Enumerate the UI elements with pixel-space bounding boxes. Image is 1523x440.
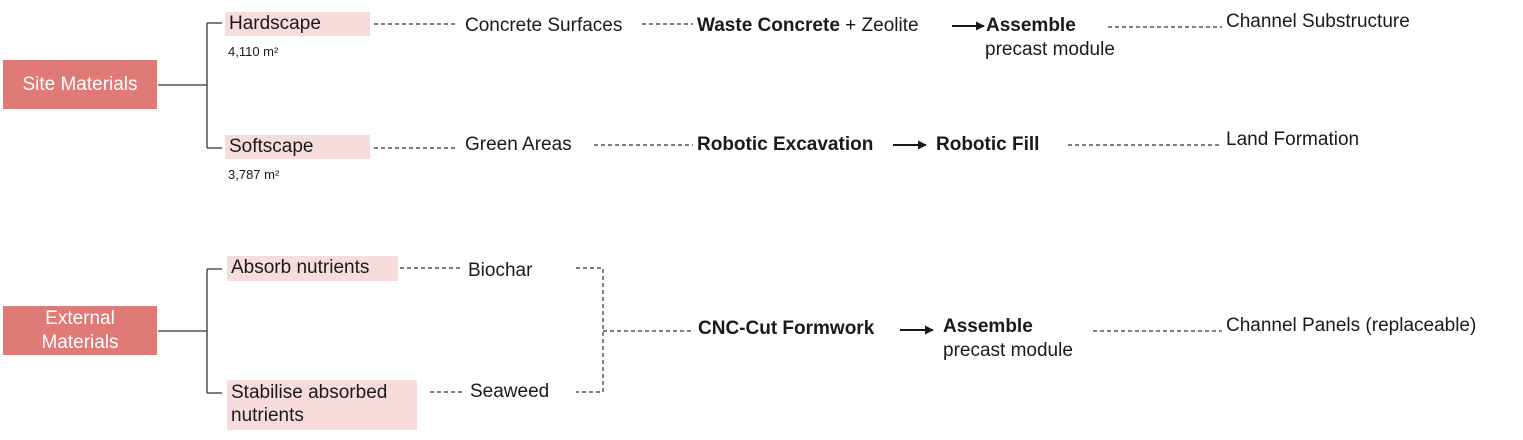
- seaweed-label: Seaweed: [470, 381, 550, 402]
- softscape-box: Softscape: [225, 135, 370, 159]
- channel-panels-label: Channel Panels (replaceable): [1226, 315, 1477, 336]
- cnc-formwork-label: CNC-Cut Formwork: [698, 318, 875, 339]
- concrete-surfaces-label: Concrete Surfaces: [465, 15, 623, 36]
- absorb-nutrients-box: Absorb nutrients: [227, 256, 398, 281]
- external-materials-label-1: External: [45, 307, 115, 329]
- land-formation-label: Land Formation: [1226, 129, 1360, 150]
- stabilise-label-2: nutrients: [231, 405, 304, 426]
- channel-substructure-label: Channel Substructure: [1226, 11, 1410, 32]
- merge-dash: [576, 267, 693, 393]
- external-materials-box: External Materials: [3, 306, 157, 355]
- robotic-fill-label: Robotic Fill: [936, 134, 1040, 155]
- external-materials-label-2: Materials: [41, 331, 119, 353]
- hardscape-box: Hardscape: [225, 12, 370, 36]
- stabilise-nutrients-box: Stabilise absorbed nutrients: [227, 380, 417, 430]
- hardscape-label: Hardscape: [229, 13, 321, 34]
- robotic-excavation-label: Robotic Excavation: [697, 134, 874, 155]
- green-areas-label: Green Areas: [465, 134, 572, 155]
- hardscape-assemble-label: Assemble: [986, 15, 1076, 36]
- waste-concrete-label: Waste Concrete: [697, 15, 840, 36]
- softscape-area: 3,787 m²: [228, 167, 280, 182]
- hardscape-precast-label: precast module: [985, 39, 1115, 60]
- external-assemble-label: Assemble: [943, 316, 1033, 337]
- absorb-nutrients-label: Absorb nutrients: [231, 257, 370, 278]
- stabilise-label-1: Stabilise absorbed: [231, 382, 388, 403]
- biochar-label: Biochar: [468, 260, 533, 281]
- waste-concrete-process: Waste Concrete + Zeolite: [697, 14, 919, 37]
- hardscape-area: 4,110 m²: [228, 44, 279, 59]
- zeolite-label: + Zeolite: [839, 15, 919, 36]
- softscape-label: Softscape: [229, 136, 314, 157]
- site-materials-label: Site Materials: [22, 73, 138, 95]
- external-bracket-line: [158, 268, 222, 394]
- site-bracket-line: [158, 22, 222, 149]
- external-precast-label: precast module: [943, 340, 1073, 361]
- site-materials-box: Site Materials: [3, 60, 157, 109]
